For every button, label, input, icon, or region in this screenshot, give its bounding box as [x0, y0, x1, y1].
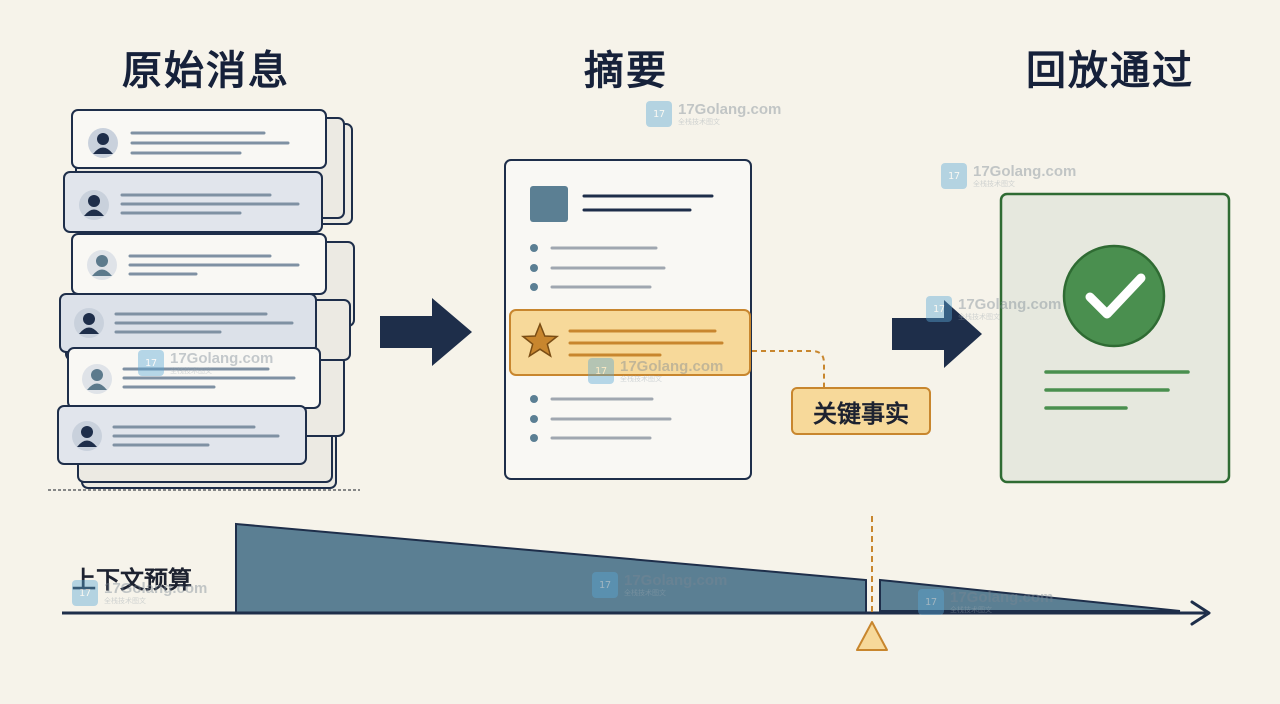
star-icon [520, 321, 560, 358]
message-stack [57, 109, 355, 489]
context-budget-graph [62, 516, 1211, 651]
watermark-text: 17Golang.com [104, 580, 208, 597]
watermark-subtext: 全栈技术图文 [950, 606, 992, 614]
budget-area-before [235, 522, 867, 614]
message-card [71, 109, 327, 169]
watermark-subtext: 全栈技术图文 [104, 597, 146, 605]
watermark-logo-icon: 17 [138, 350, 164, 376]
user-avatar-icon [87, 250, 117, 280]
key-facts-callout: 关键事实 [791, 387, 931, 435]
watermark-subtext: 全栈技术图文 [170, 367, 212, 375]
user-avatar-icon [88, 128, 118, 158]
check-circle [1062, 244, 1166, 348]
watermark-text: 17Golang.com [170, 350, 274, 367]
watermark-text: 17Golang.com [973, 163, 1077, 180]
bullet-dot [530, 244, 538, 252]
watermark-text: 17Golang.com [624, 572, 728, 589]
message-card [67, 347, 321, 409]
user-avatar-icon [72, 421, 102, 451]
watermark-subtext: 全栈技术图文 [624, 589, 666, 597]
right-arrow-icon [892, 300, 982, 368]
axis-arrow-icon [1190, 600, 1211, 626]
watermark-logo-icon: 17 [72, 580, 98, 606]
message-card [59, 293, 317, 353]
bullet-dot [530, 264, 538, 272]
watermark-subtext: 全栈技术图文 [620, 375, 662, 383]
heading-summary: 摘要 [584, 48, 668, 94]
summary-document [504, 159, 752, 480]
watermark-logo-icon: 17 [592, 572, 618, 598]
watermark-text: 17Golang.com [620, 358, 724, 375]
bullet-dot [530, 395, 538, 403]
watermark-subtext: 全栈技术图文 [958, 313, 1000, 321]
watermark-text: 17Golang.com [958, 296, 1062, 313]
user-avatar-icon [79, 190, 109, 220]
watermark-subtext: 全栈技术图文 [678, 118, 720, 126]
bullet-dot [530, 283, 538, 291]
watermark-subtext: 全栈技术图文 [973, 180, 1015, 188]
summary-thumbnail [530, 186, 568, 222]
bullet-dot [530, 415, 538, 423]
callout-connector [752, 350, 825, 387]
replay-pass-document [999, 192, 1231, 484]
budget-area-after [879, 578, 1181, 612]
watermark-logo-icon: 17 [926, 296, 952, 322]
watermark-logo-icon: 17 [646, 101, 672, 127]
watermark-logo-icon: 17 [941, 163, 967, 189]
user-avatar-icon [74, 308, 104, 338]
heading-replay-pass: 回放通过 [1026, 48, 1194, 94]
right-arrow-icon [380, 298, 472, 366]
warning-triangle-icon [856, 621, 888, 651]
watermark-logo-icon: 17 [588, 358, 614, 384]
heading-original-messages: 原始消息 [122, 48, 290, 94]
watermark-text: 17Golang.com [678, 101, 782, 118]
check-icon [1085, 273, 1146, 319]
message-card [71, 233, 327, 295]
message-card [57, 405, 307, 465]
message-card [63, 171, 323, 233]
context-budget-label: 上下文预算 [72, 566, 192, 594]
bullet-dot [530, 434, 538, 442]
user-avatar-icon [82, 364, 112, 394]
watermark-logo-icon: 17 [918, 589, 944, 615]
watermark-text: 17Golang.com [950, 589, 1054, 606]
